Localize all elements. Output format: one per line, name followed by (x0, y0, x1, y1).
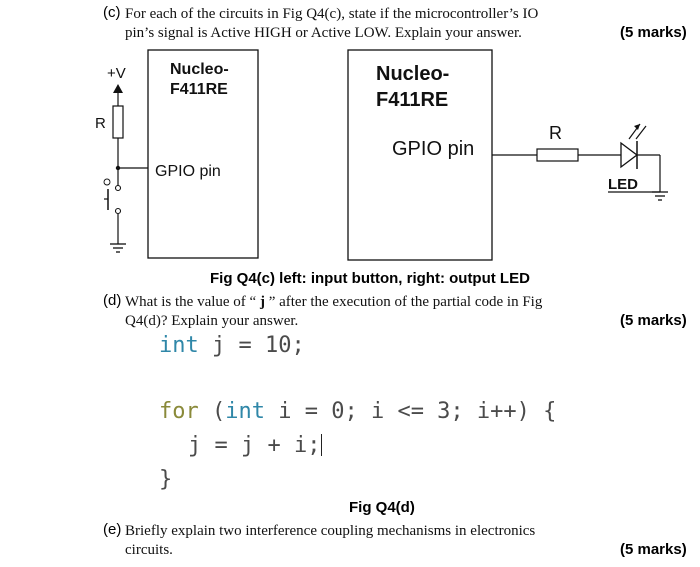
question-c-text-line1: For each of the circuits in Fig Q4(c), s… (125, 6, 539, 22)
push-button-switch-icon (103, 178, 122, 215)
left-board-label-line1: Nucleo- (170, 61, 229, 78)
right-output-led-circuit: Nucleo- F411RE GPIO pin R LED (347, 49, 668, 261)
right-gpio-pin-label: GPIO pin (392, 138, 474, 160)
question-e-text-line1: Briefly explain two interference couplin… (125, 523, 536, 539)
code-line-2-rest: i = 0; i <= 3; i++) { (265, 399, 557, 424)
right-board-label-line1: Nucleo- (376, 63, 449, 85)
left-gpio-pin-label: GPIO pin (155, 163, 221, 180)
question-d-text-line1: What is the value of “ j ” after the exe… (125, 293, 542, 312)
question-d-text-line2: Q4(d)? Explain your answer. (125, 313, 299, 329)
question-d-variable: j (256, 294, 269, 310)
code-line-4: } (159, 467, 173, 492)
code-line-1: int j = 10; (159, 333, 305, 358)
question-c-marks: (5 marks) (620, 24, 687, 41)
right-board-label-line2: F411RE (376, 89, 448, 111)
question-d-label: (d) (103, 292, 122, 309)
question-c-text-line2: pin’s signal is Active HIGH or Active LO… (125, 25, 522, 41)
right-ground-icon (652, 191, 668, 201)
question-e-text-line2: circuits. (125, 542, 173, 558)
figure-q4d-caption: Fig Q4(d) (349, 499, 415, 516)
text-cursor (321, 434, 323, 456)
led-label: LED (608, 176, 638, 193)
led-diode-icon (620, 123, 647, 169)
right-resistor-label: R (549, 123, 562, 143)
code-line-3: j = j + i; (188, 433, 323, 458)
code-line-2-paren: ( (198, 399, 226, 424)
code-line-2: for (int i = 0; i <= 3; i++) { (159, 399, 556, 424)
left-resistor-symbol (112, 105, 124, 139)
question-d-marks: (5 marks) (620, 312, 687, 329)
left-board-label-line2: F411RE (170, 81, 228, 98)
code-keyword-int: int (159, 333, 199, 358)
code-keyword-for: for (159, 399, 199, 424)
supply-arrow-icon (113, 84, 123, 93)
code-line-1-rest: j = 10; (198, 333, 305, 358)
figure-q4c-caption: Fig Q4(c) left: input button, right: out… (210, 270, 530, 287)
left-input-button-circuit: Nucleo- F411RE GPIO pin +V R (95, 49, 259, 259)
left-board-box (147, 49, 259, 259)
figure-q4c-circuits: Nucleo- F411RE GPIO pin +V R (95, 49, 668, 261)
supply-voltage-label: +V (107, 65, 126, 82)
question-d-text-suffix: ” after the execution of the partial cod… (268, 294, 543, 310)
left-ground-icon (110, 243, 126, 253)
question-c-label: (c) (103, 4, 121, 21)
left-resistor-label: R (95, 115, 106, 132)
code-line-3-text: j = j + i; (188, 433, 321, 458)
question-e-marks: (5 marks) (620, 541, 687, 558)
right-resistor-symbol (536, 148, 579, 162)
question-d-text-prefix: What is the value of “ (125, 294, 257, 310)
question-e-label: (e) (103, 521, 122, 538)
code-keyword-int-loop: int (225, 399, 265, 424)
